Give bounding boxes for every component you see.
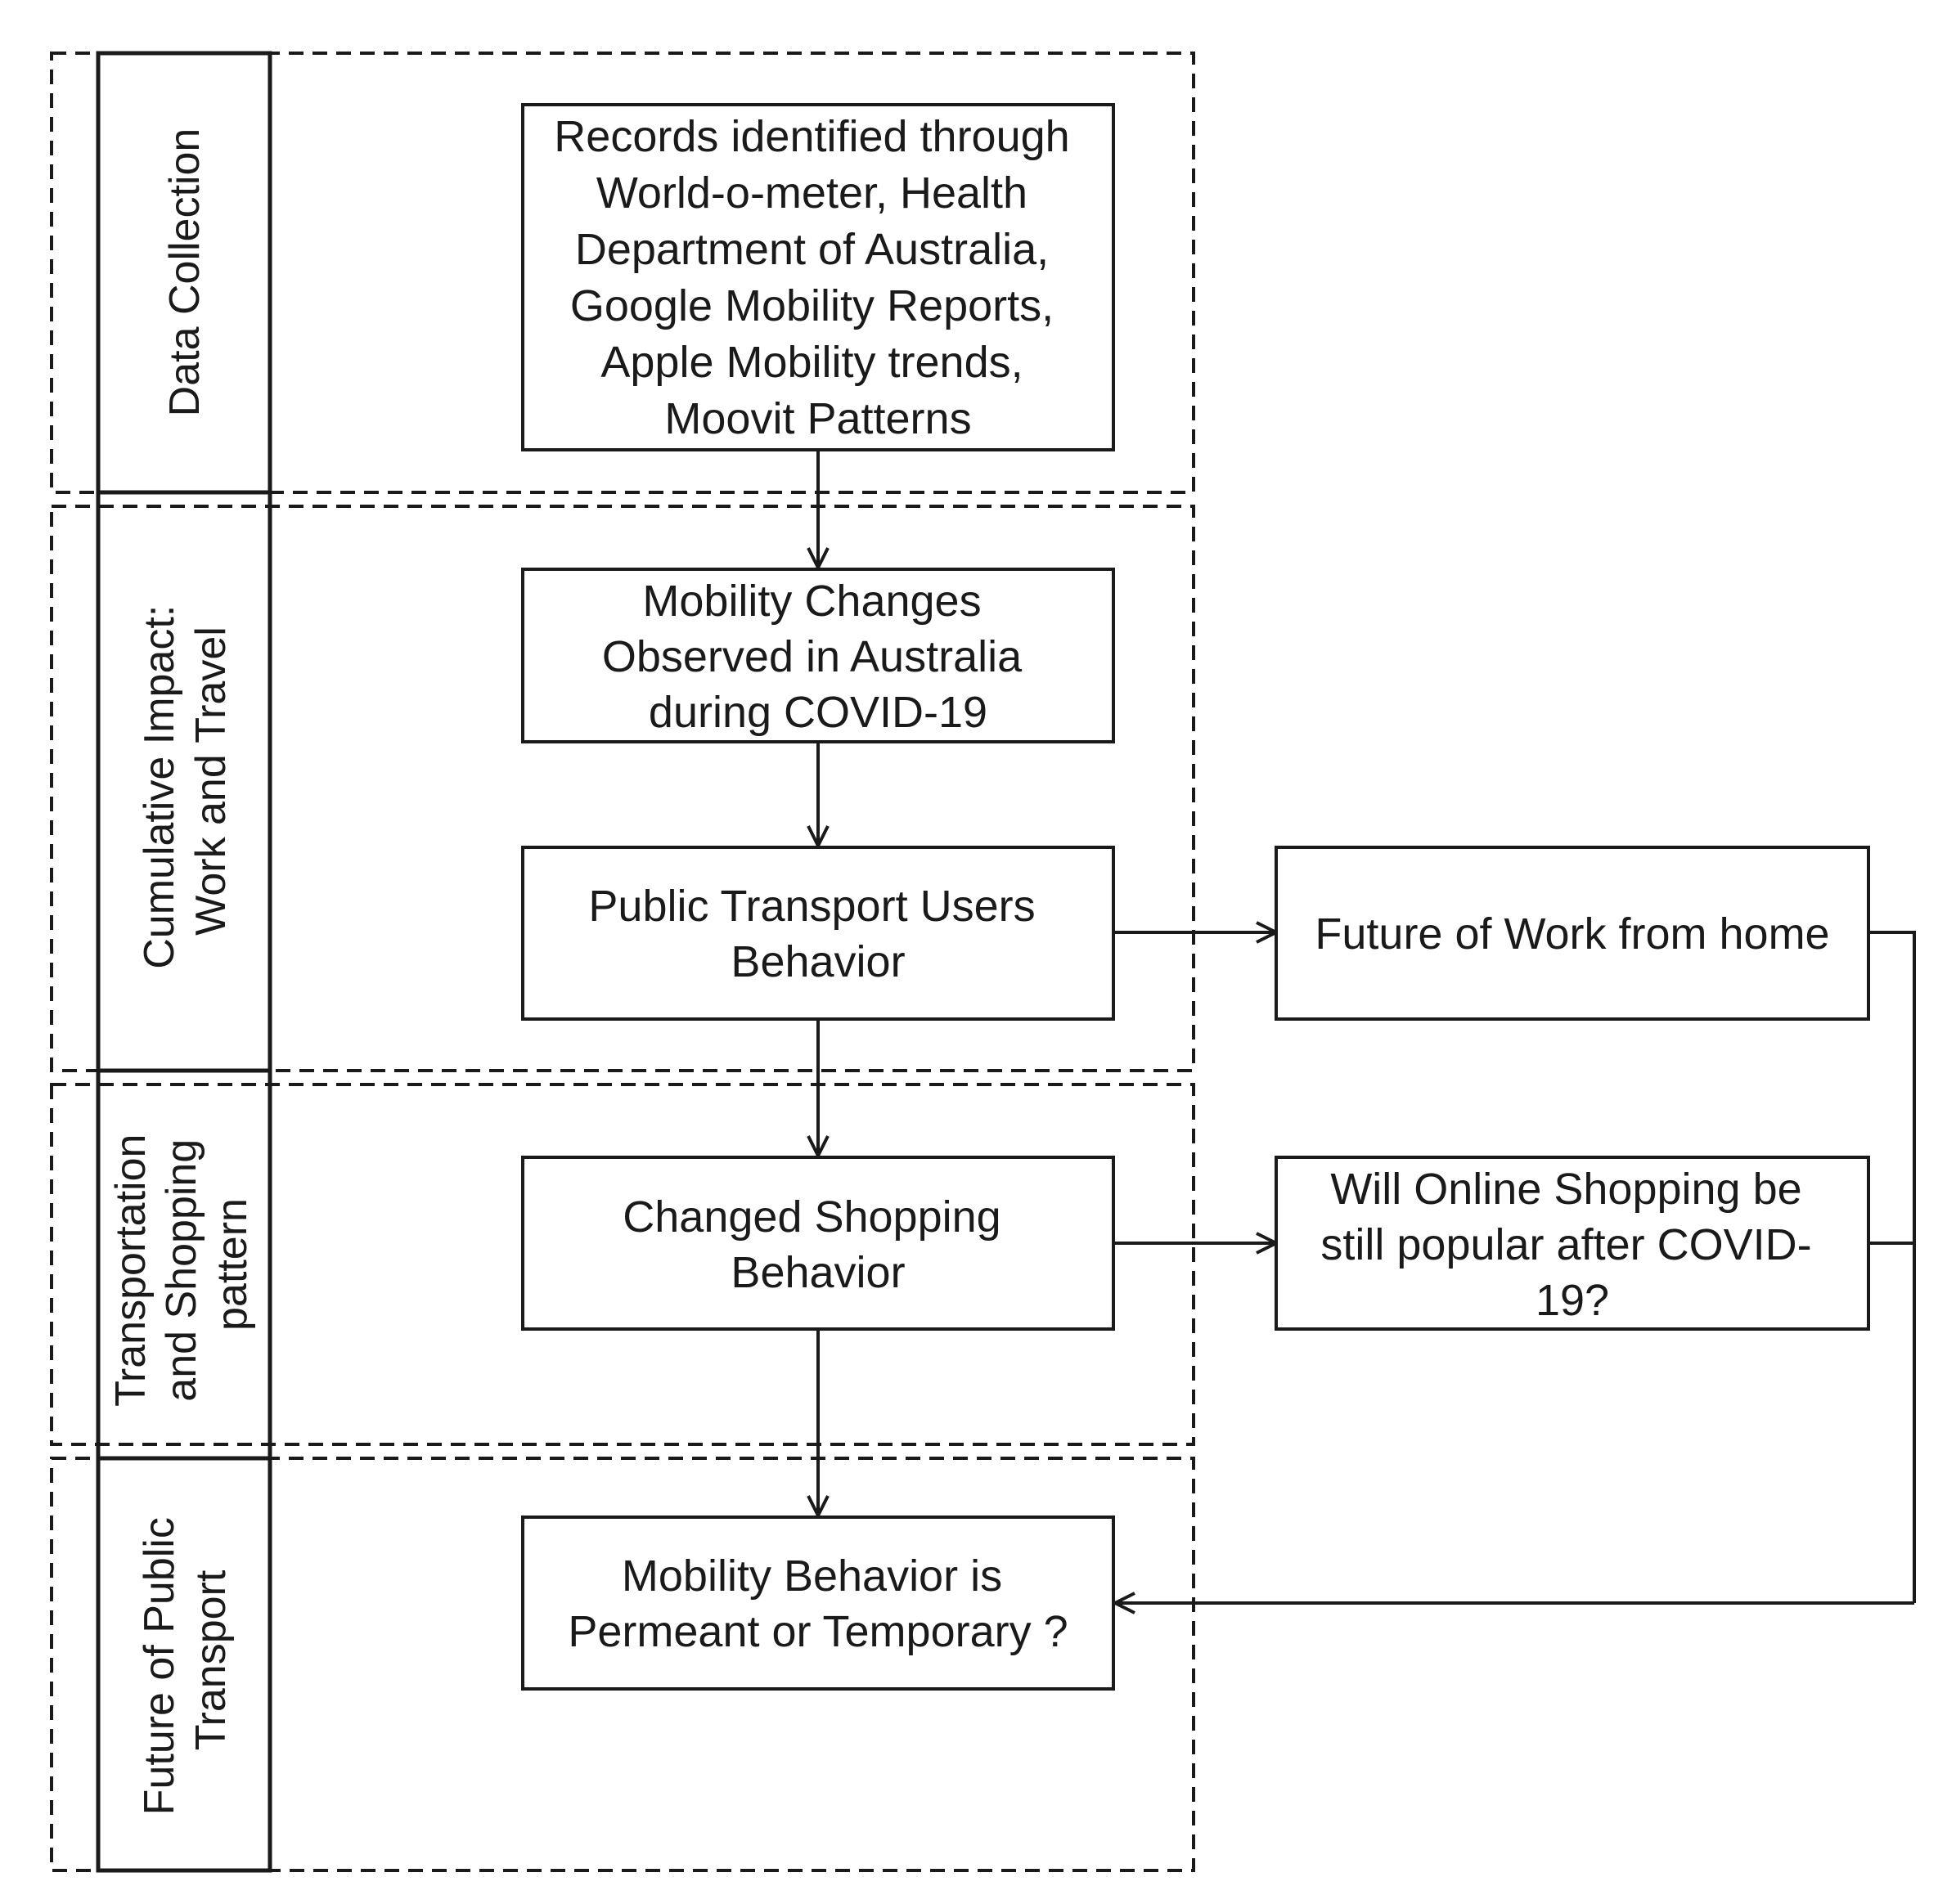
box-future-work-home xyxy=(1275,846,1870,1021)
box-online-shopping xyxy=(1275,1156,1870,1331)
box-mobility-changes xyxy=(521,568,1115,743)
section-label-data-collection: Data Collection xyxy=(161,128,209,417)
connector-work-home-to-side-rail xyxy=(1868,931,1916,1603)
section-label-transportation-shopping: Transportation and Shopping pattern xyxy=(107,1122,256,1407)
box-changed-shopping xyxy=(521,1156,1115,1331)
box-mobility-permanent-text: Mobility Behavior is Permeant or Tempora… xyxy=(568,1551,1068,1656)
box-online-shopping-text: Will Online Shopping be still popular af… xyxy=(1320,1165,1823,1325)
section-label-future-public-transport: Future of Public Transport xyxy=(136,1506,235,1816)
box-mobility-changes-text: Mobility Changes Observed in Australia d… xyxy=(602,577,1034,737)
label-cell-cumulative-impact xyxy=(96,490,272,1073)
box-public-transport-users xyxy=(521,846,1115,1021)
section-frame-transportation-shopping xyxy=(50,1083,1195,1446)
box-records xyxy=(521,103,1115,451)
box-mobility-permanent xyxy=(521,1516,1115,1691)
label-cell-future-public-transport xyxy=(96,1456,272,1873)
box-public-transport-users-text: Public Transport Users Behavior xyxy=(588,882,1047,986)
section-frame-future-public-transport xyxy=(50,1457,1195,1872)
box-records-text: Records identified through World-o-meter… xyxy=(554,112,1081,443)
box-changed-shopping-text: Changed Shopping Behavior xyxy=(623,1192,1013,1297)
box-future-work-home-text: Future of Work from home xyxy=(1315,909,1829,959)
section-label-cumulative-impact: Cumulative Impact: Work and Travel xyxy=(136,593,235,969)
section-frame-cumulative-impact xyxy=(50,505,1195,1072)
section-frame-data-collection xyxy=(50,52,1195,494)
